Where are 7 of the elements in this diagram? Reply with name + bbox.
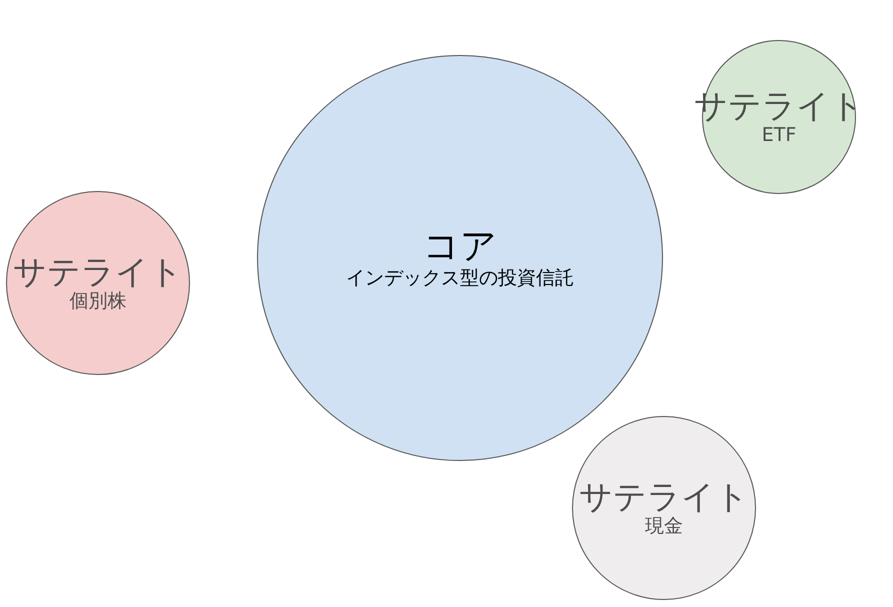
- circle-label: 個別株: [70, 291, 126, 313]
- circle-label: ETF: [762, 125, 796, 147]
- circle-title: サテライト: [579, 478, 749, 516]
- circle-label: インデックス型の投資信託: [346, 268, 574, 290]
- circle-title: サテライト: [13, 253, 183, 292]
- circle-title: コア: [423, 226, 497, 268]
- circle-label: 現金: [645, 516, 683, 538]
